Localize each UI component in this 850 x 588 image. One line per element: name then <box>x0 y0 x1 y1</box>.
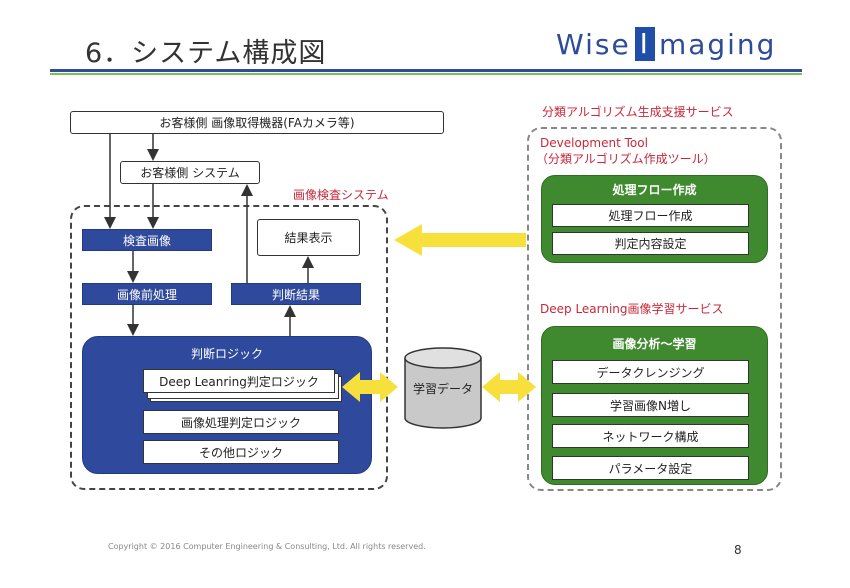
service-frame <box>527 127 782 491</box>
copyright-footer: Copyright © 2016 Computer Engineering & … <box>108 542 426 551</box>
image-analysis-title: 画像分析～学習 <box>612 337 697 351</box>
customer-system-box: お客様側 システム <box>120 161 260 184</box>
analysis-item-augmentation: 学習画像N増し <box>552 393 749 417</box>
page-number: 8 <box>734 543 742 557</box>
inspection-image-box: 検査画像 <box>82 229 212 251</box>
analysis-item-cleansing: データクレンジング <box>552 360 749 384</box>
inspection-system-label: 画像検査システム <box>293 188 389 202</box>
analysis-item-parameters: パラメータ設定 <box>552 456 749 480</box>
result-display-box: 結果表示 <box>257 219 360 256</box>
database-label: 学習データ <box>412 382 473 396</box>
inspection-system-frame <box>70 205 388 490</box>
header-rule-accent <box>50 73 802 75</box>
logic-item-image-processing: 画像処理判定ロジック <box>143 410 339 434</box>
dev-tool-title: Development Tool <box>540 136 648 150</box>
logo-text-i: I <box>634 27 655 61</box>
service-title: 分類アルゴリズム生成支援サービス <box>542 105 734 119</box>
logo-text-wise: Wise <box>556 27 631 61</box>
database-icon <box>404 347 482 429</box>
logic-item-deep-learning: Deep Leanring判定ロジック <box>143 369 335 393</box>
header-rule <box>50 69 802 72</box>
dl-service-title: Deep Learning画像学習サービス <box>540 302 724 316</box>
dev-tool-subtitle: （分類アルゴリズム作成ツール） <box>536 152 716 166</box>
logo-text-maging: maging <box>658 27 777 61</box>
analysis-item-network: ネットワーク構成 <box>552 424 749 448</box>
yellow-arrow-logic-database <box>342 372 398 402</box>
yellow-arrow-database-analysis <box>482 372 536 402</box>
flow-creation-title: 処理フロー作成 <box>612 183 697 197</box>
flow-item-judgement-setting: 判定内容設定 <box>552 232 749 255</box>
preprocessing-box: 画像前処理 <box>82 283 212 305</box>
customer-device-box: お客様側 画像取得機器(FAカメラ等) <box>70 111 444 134</box>
logic-item-other: その他ロジック <box>143 440 339 464</box>
yellow-arrow-flow-to-display <box>394 224 526 256</box>
wise-imaging-logo: Wise I maging <box>556 25 776 63</box>
flow-item-create: 処理フロー作成 <box>552 204 749 227</box>
judgement-result-box: 判断結果 <box>231 283 361 305</box>
judgement-logic-title: 判断ロジック <box>190 347 263 361</box>
page-title: 6．システム構成図 <box>85 38 327 69</box>
